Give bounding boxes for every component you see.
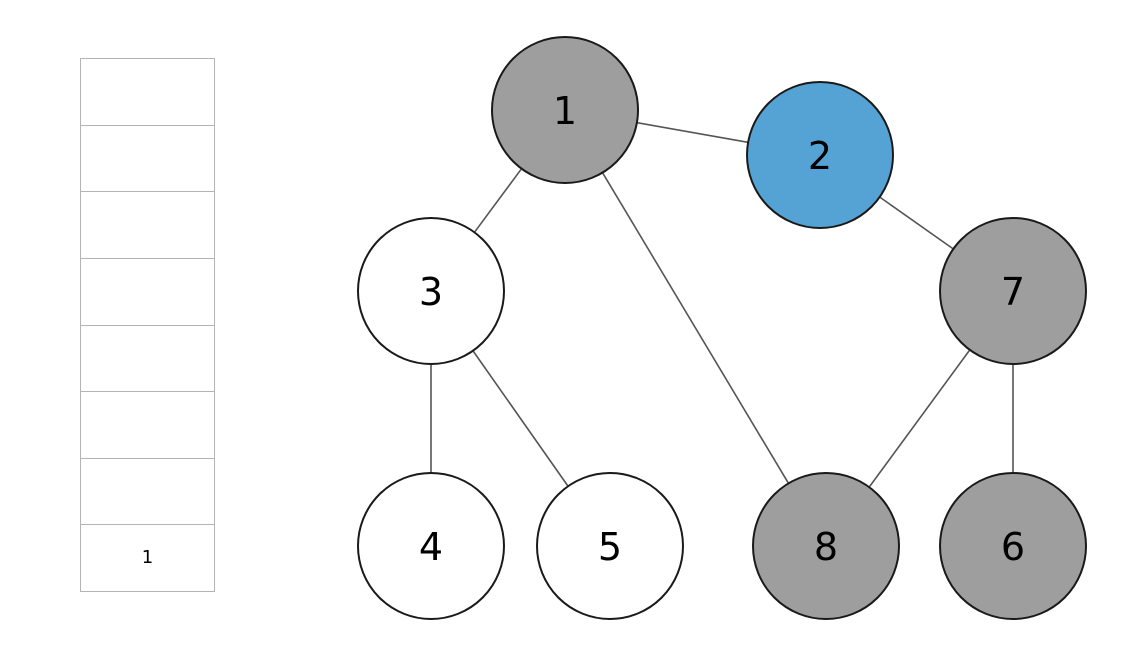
graph-node-label-6: 6 (1001, 525, 1025, 569)
graph-edge-1-3 (472, 166, 524, 235)
graph-node-circle-1[interactable] (491, 36, 639, 184)
graph-edge-1-2 (634, 121, 751, 144)
table-row[interactable] (80, 257, 215, 325)
table-row[interactable] (80, 391, 215, 458)
table-row[interactable] (80, 324, 215, 392)
graph-node-5[interactable]: 5 (536, 472, 684, 620)
graph-node-label-1: 1 (553, 89, 577, 133)
graph-node-label-7: 7 (1001, 270, 1025, 314)
graph-node-circle-7[interactable] (939, 217, 1087, 365)
graph-node-7[interactable]: 7 (939, 217, 1087, 365)
graph-edge-2-7 (877, 195, 956, 251)
graph-node-3[interactable]: 3 (357, 217, 505, 365)
graph-node-circle-5[interactable] (536, 472, 684, 620)
graph-node-8[interactable]: 8 (752, 472, 900, 620)
graph-node-2[interactable]: 2 (746, 81, 894, 229)
graph-svg: 1 2 3 7 4 5 8 6 (357, 36, 1087, 620)
graph-node-4[interactable]: 4 (357, 472, 505, 620)
graph-node-circle-8[interactable] (752, 472, 900, 620)
graph-node-label-8: 8 (814, 525, 838, 569)
graph-node-1[interactable]: 1 (491, 36, 639, 184)
graph-node-circle-6[interactable] (939, 472, 1087, 620)
graph-node-label-4: 4 (419, 525, 443, 569)
graph-node-circle-4[interactable] (357, 472, 505, 620)
graph-node-layer: 1 2 3 7 4 5 8 6 (357, 36, 1087, 620)
table-row[interactable] (80, 124, 215, 192)
graph-edge-1-8 (600, 170, 791, 486)
table-row[interactable] (80, 58, 215, 125)
table-row[interactable]: 1 (80, 524, 215, 592)
graph-edge-7-8 (867, 347, 972, 490)
graph-node-circle-3[interactable] (357, 217, 505, 365)
graph-node-circle-2[interactable] (746, 81, 894, 229)
graph-node-label-5: 5 (598, 525, 622, 569)
graph-node-label-2: 2 (808, 134, 832, 178)
table-row[interactable] (80, 191, 215, 258)
graph-edge-3-5 (471, 348, 570, 489)
table-row[interactable] (80, 457, 215, 525)
graph-node-6[interactable]: 6 (939, 472, 1087, 620)
traversal-order-table: 1 (80, 58, 215, 592)
graph-canvas: 1 2 3 7 4 5 8 6 (300, 0, 1134, 668)
table-cell-value: 1 (141, 547, 154, 569)
graph-node-label-3: 3 (419, 270, 443, 314)
graph-edge-layer (430, 121, 1014, 490)
